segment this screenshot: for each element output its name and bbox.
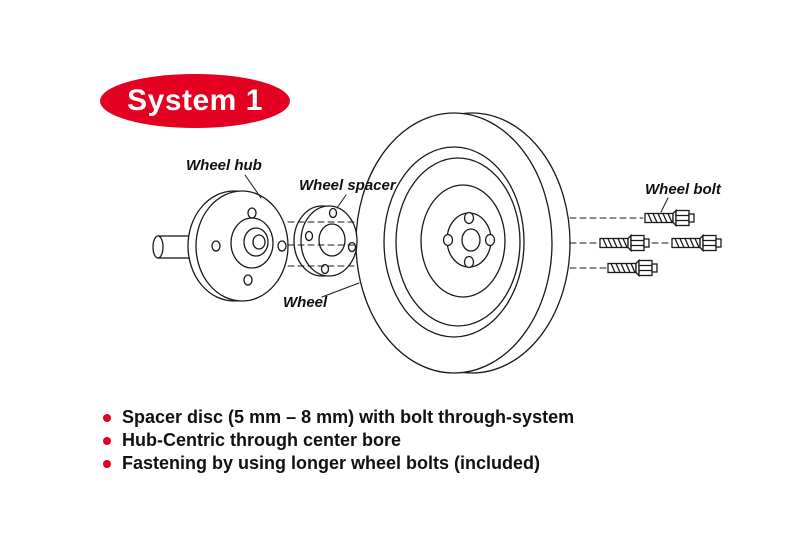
wheel-bolt-drawing-3 — [671, 234, 722, 252]
wheel-hub-drawing — [187, 190, 289, 302]
bullet-dot — [103, 436, 111, 445]
alignment-dashed-lines — [287, 217, 671, 269]
bullet-text: Spacer disc (5 mm – 8 mm) with bolt thro… — [122, 407, 575, 427]
bullet-dot — [103, 459, 111, 468]
bullet-dot — [103, 413, 111, 422]
bullet-text: Hub-Centric through center bore — [122, 430, 402, 450]
list-item: Spacer disc (5 mm – 8 mm) with bolt thro… — [103, 406, 574, 429]
wheel-label: Wheel — [283, 294, 328, 311]
system-badge: System 1 — [100, 74, 290, 128]
wheel-drawing — [355, 112, 571, 374]
feature-list: Spacer disc (5 mm – 8 mm) with bolt thro… — [103, 406, 574, 475]
leader-lines — [244, 174, 669, 298]
wheel-hub-label: Wheel hub — [186, 157, 262, 174]
bullet-text: Fastening by using longer wheel bolts (i… — [122, 453, 541, 473]
wheel-spacer-drawing — [293, 205, 358, 277]
wheel-bolt-label: Wheel bolt — [645, 181, 722, 198]
list-item: Fastening by using longer wheel bolts (i… — [103, 452, 574, 475]
wheel-bolt-drawing-2 — [599, 234, 650, 252]
system-badge-label: System 1 — [127, 84, 263, 117]
wheel-bolt-drawing-1 — [644, 209, 695, 227]
wheel-spacer-label: Wheel spacer — [299, 177, 397, 194]
wheel-bolt-drawing-4 — [607, 259, 658, 277]
list-item: Hub-Centric through center bore — [103, 429, 574, 452]
